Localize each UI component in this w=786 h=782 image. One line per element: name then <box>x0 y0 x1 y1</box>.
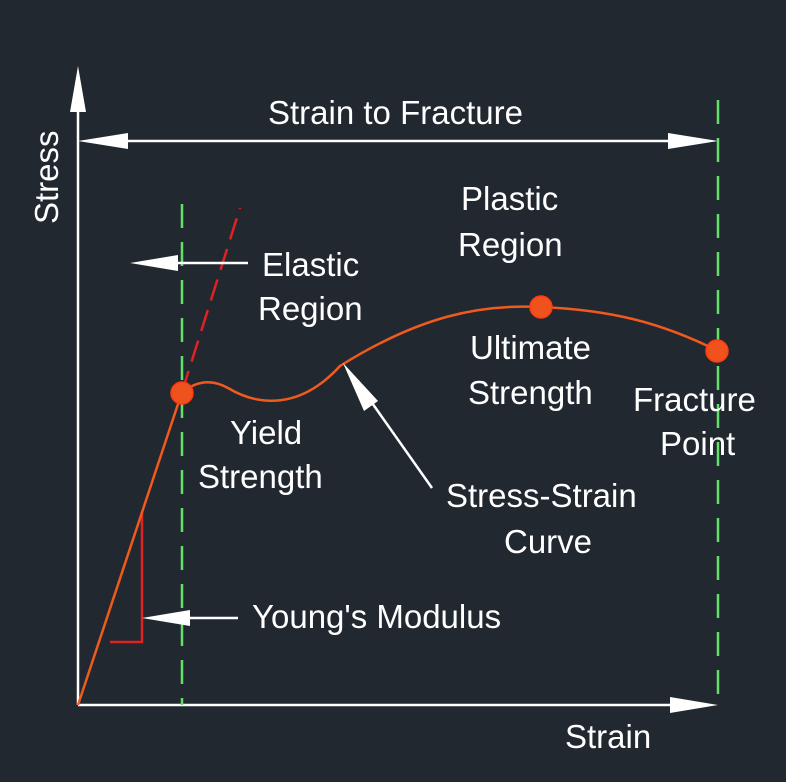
y-axis-arrow <box>70 66 86 112</box>
plastic-region-label-line-2: Region <box>458 226 563 263</box>
stress-strain-curve-pointer-line <box>368 399 434 489</box>
elastic-region-pointer-head <box>130 255 178 271</box>
fracture-point-label-line-2: Point <box>660 425 735 462</box>
plastic-region-label-line-1: Plastic <box>461 180 558 217</box>
elastic-region-pointer <box>130 255 248 271</box>
stress-strain-curve-label-line-2: Curve <box>504 523 592 560</box>
stress-strain-curve-pointer-head <box>343 363 378 411</box>
yield-strength-label-line-1: Yield <box>230 414 302 451</box>
strain-to-fracture-arrow-left <box>78 133 128 149</box>
fracture-point-label-line-1: Fracture <box>633 381 756 418</box>
yield-strength-label-line-2: Strength <box>198 458 323 495</box>
ultimate-strength-label-line-1: Ultimate <box>470 329 591 366</box>
ultimate-strength-point <box>529 295 553 319</box>
youngs-modulus-label: Young's Modulus <box>252 598 501 635</box>
stress-strain-curve-pointer <box>343 363 434 489</box>
elastic-region-label-line-2: Region <box>258 290 363 327</box>
fracture-point <box>705 339 729 363</box>
ultimate-strength-label-line-2: Strength <box>468 374 593 411</box>
x-axis-arrow <box>670 697 718 713</box>
yield-point <box>170 381 194 405</box>
youngs-modulus-pointer-head <box>142 610 190 626</box>
strain-to-fracture-arrow-right <box>668 133 718 149</box>
stress-strain-curve <box>76 305 719 706</box>
strain-to-fracture-label: Strain to Fracture <box>268 94 523 131</box>
y-axis-label: Stress <box>28 130 65 224</box>
youngs-modulus-triangle <box>110 512 144 644</box>
elastic-region-label-line-1: Elastic <box>262 246 359 283</box>
youngs-modulus-pointer <box>142 610 238 626</box>
strain-to-fracture-arrow <box>78 133 718 149</box>
stress-strain-curve-label-line-1: Stress-Strain <box>446 477 637 514</box>
x-axis-label: Strain <box>565 718 651 755</box>
elastic-extension-line <box>180 207 242 393</box>
